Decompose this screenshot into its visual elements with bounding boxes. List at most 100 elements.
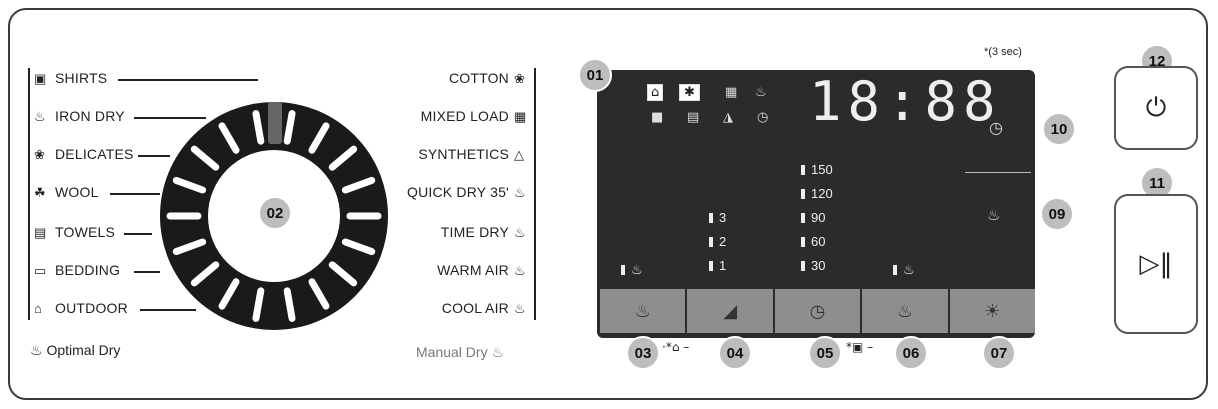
left-divider [28,68,30,320]
dial-tick [218,278,240,310]
dial-tick [308,278,330,310]
wool-icon: ☘ [34,185,46,200]
cool-air-icon: ♨ [514,301,526,316]
time-level-150: 150 [801,162,833,177]
quick-dry-icon: ♨ [514,185,526,200]
start-pause-button[interactable]: ▷‖ [1114,194,1198,334]
leader-line [134,117,206,119]
clock-icon: ◷ [809,300,826,322]
time-dry-icon: ♨ [514,225,526,240]
leader-line [118,79,258,81]
time-dry-indicator: ♨ [893,262,915,278]
function-button-row: ♨ ◢ ◷ ♨ ☀ [600,289,1036,333]
dial-tick [328,145,358,171]
dry-level-icon: ♨ [634,300,651,322]
program-towels: ▤TOWELS [34,224,116,240]
leader-line [110,193,160,195]
dry-level-1: 1 [709,258,726,273]
time-level-30: 30 [801,258,825,273]
display-divider [965,172,1031,173]
program-delicates: ❀DELICATES [34,146,134,162]
time-readout: 18:88 [809,70,1002,133]
signal-icon: ◢ [723,300,738,322]
filter-icon: ▦ [725,85,738,100]
power-button[interactable]: ⏻ [1114,66,1198,150]
dial-tick [328,261,358,287]
lamp-icon: ☀ [984,300,1001,322]
program-bedding: ▭BEDDING [34,262,121,278]
warm-air-icon: ♨ [514,263,526,278]
program-mixed-load: MIXED LOAD▦ [421,108,530,125]
lint-icon: ▤ [687,110,700,125]
delicates-icon: ❀ [34,147,46,162]
callout-02: 02 [258,196,292,230]
program-iron-dry: ♨IRON DRY [34,108,125,124]
outdoor-icon: ⌂ [34,301,43,316]
dial-tick [190,261,220,287]
combo-mark-03-04: ·*⌂ – [662,340,690,354]
time-dry-icon: ♨ [896,300,913,322]
program-quick-dry-35-: QUICK DRY 35'♨ [407,184,530,201]
time-level-60: 60 [801,234,825,249]
sound-off-icon: ♨ [987,206,1001,224]
dry-level-3: 3 [709,210,726,225]
dry-level-indicator: ♨ [621,262,643,278]
light-button[interactable]: ☀ [949,289,1036,333]
program-shirts: ▣SHIRTS [34,70,108,86]
manual-dry-label: Manual Dry ♨ [416,344,505,360]
dial-tick [190,145,220,171]
callout-03: 03 [626,336,660,370]
right-divider [534,68,536,320]
callout-07: 07 [982,336,1016,370]
dial-tick [218,122,240,154]
dry-level-2: 2 [709,234,726,249]
hold-note: *(3 sec) [984,46,1022,58]
leader-line [134,271,160,273]
dry-level-button[interactable]: ♨ [600,289,686,333]
dial-tick [172,238,207,256]
callout-01: 01 [578,58,612,92]
time-level-90: 90 [801,210,825,225]
synthetics-icon: △ [514,147,525,162]
mixed-load-icon: ▦ [514,109,527,124]
timer-icon: ◷ [757,110,769,125]
signal-button[interactable]: ◢ [687,289,773,333]
water-icon: ◮ [723,110,733,125]
optimal-dry-icon: ♨ [30,342,43,358]
lock-icon: ■ [651,110,664,125]
program-warm-air: WARM AIR♨ [437,262,530,279]
callout-05: 05 [808,336,842,370]
child-lock-icon: ⌂ [647,84,664,101]
delay-clock-icon: ◷ [989,118,1003,137]
leader-line [138,155,170,157]
callout-06: 06 [894,336,928,370]
program-cool-air: COOL AIR♨ [442,300,530,317]
cotton-icon: ❀ [514,71,526,86]
time-button[interactable]: ◷ [774,289,861,333]
dial-tick [252,287,265,322]
callout-04: 04 [718,336,752,370]
dial-tick [252,110,265,145]
manual-dry-icon: ♨ [491,344,505,360]
iron-dry-icon: ♨ [34,109,46,124]
callout-09: 09 [1040,197,1074,231]
power-icon: ⏻ [1145,92,1167,123]
leader-line [140,309,196,311]
play-pause-icon: ▷‖ [1139,249,1173,279]
callout-10: 10 [1042,112,1076,146]
program-time-dry: TIME DRY♨ [441,224,530,241]
bedding-icon: ▭ [34,263,47,278]
dial-tick [341,238,376,256]
time-dry-button[interactable]: ♨ [862,289,948,333]
dial-tick [283,287,296,322]
combo-mark-05-06: *▣ – [846,340,874,354]
bell-off-icon: ♨ [755,85,767,100]
dial-tick [341,176,376,194]
towel-icon: ▤ [34,225,47,240]
dial-tick [283,110,296,145]
snowflake-icon: ✱ [679,84,700,101]
leader-line [124,233,152,235]
program-cotton: COTTON❀ [449,70,530,87]
program-wool: ☘WOOL [34,184,99,200]
optimal-dry-label: ♨ Optimal Dry [30,342,121,358]
